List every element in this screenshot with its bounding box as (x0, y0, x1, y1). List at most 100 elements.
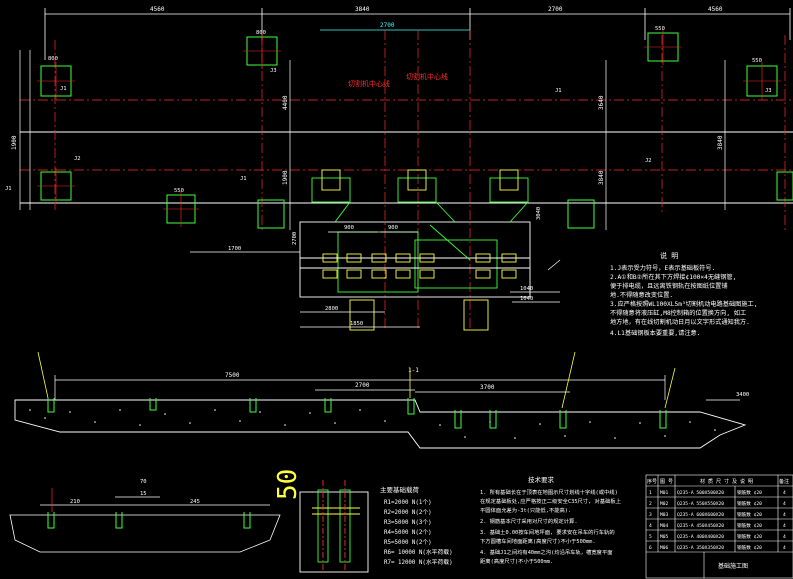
section-mark: 1-1 (408, 367, 419, 374)
table-cell: Q235-A 400X400X20 (677, 534, 724, 540)
table-cell: 4 (783, 534, 786, 540)
table-cell: 6 (649, 545, 652, 551)
notes-list: 1.J表示受力符号，E表示基础板符号. 2.A①和B②所在其下方焊接¢100×4… (610, 264, 757, 337)
note-line-2: 2.A①和B②所在其下方焊接¢100×4无缝钢管, (610, 273, 736, 281)
table-cell: 5 (649, 534, 652, 540)
table-header-4: 备注 (779, 478, 789, 485)
j-tag-6: J3 (765, 88, 772, 94)
table-cell: Q235-A 450X450X20 (677, 523, 724, 529)
anchor-detail (299, 480, 369, 573)
tech-line-6: 下方圆槽车间地面距离(高度尺寸)不小于500mm. (480, 537, 596, 545)
table-cell: 4 (783, 501, 786, 507)
pad-cross-marks (37, 29, 781, 227)
table-headers: 序号 图 号 材 质 尺 寸 及 说 明 备注 (647, 478, 789, 485)
side-dimension-chains (19, 50, 726, 230)
machine-base (299, 169, 531, 331)
notes-title: 说 明 (660, 251, 678, 260)
table-cell: Q235-A 550X550X20 (677, 501, 724, 507)
dim-section-1: 7500 (225, 372, 240, 379)
table-cell: M06 (660, 545, 669, 551)
dim-pad-4: 550 (655, 26, 665, 32)
dim-left-v-2: 1900 (282, 170, 289, 185)
big-number-50: 50 (273, 469, 303, 500)
table-cell: 3 (649, 512, 652, 518)
note-line-6: 不得随意将液压缸,M8控制箱的位置换方向, 如工 (610, 309, 746, 317)
table-cell: 钢筋数 ¢20 (737, 511, 762, 518)
detail-ground (9, 496, 281, 553)
table-cell: 4 (783, 490, 786, 496)
table-cell: 钢筋数 ¢20 (737, 522, 762, 529)
table-cell: 4 (783, 545, 786, 551)
dim-left-v-3: 1900 (11, 135, 18, 150)
dim-detail-1: 70 (140, 479, 147, 485)
table-rows: 1 M01 Q235-A 500X500X20 钢筋数 ¢20 4 2 M02 … (649, 489, 786, 551)
tech-line-7: 4. 基础J1之间均有40mm之沟(均沿吊车轨，槽宽度平面 (480, 548, 613, 556)
dim-right-v-2: 3840 (598, 170, 605, 185)
tech-line-4: 2. 钢筋基本尺寸采用对尺寸的规定计算. (480, 517, 578, 525)
dim-pad-3: 550 (174, 188, 184, 194)
dim-mid-3: 900 (388, 225, 398, 231)
loads-title: 主要基础载荷 (380, 485, 420, 494)
load-line-2: R2=2000 N(2个) (384, 509, 432, 516)
table-header-2: 图 号 (660, 479, 673, 485)
tech-line-3: 平圆体面允差为-3t(只能低,不能高). (480, 506, 571, 514)
table-cell: 1 (649, 490, 652, 496)
dim-mid-2: 900 (344, 225, 354, 231)
tech-line-1: 1. 所有基础长在于顶表在地图示尺寸划线十字线(或中线) (480, 488, 618, 496)
dim-mid-v-1: 2700 (292, 232, 298, 245)
table-cell: M05 (660, 534, 669, 540)
centerline-label-2: 切割机中心线 (406, 72, 448, 81)
dim-pad-5: 550 (752, 58, 762, 64)
load-line-5: R5=5000 N(2个) (384, 539, 432, 546)
note-line-7: 地方地，有在线切割机动日月以文字形式通知我方. (610, 318, 750, 326)
load-line-3: R3=5000 N(3个) (384, 519, 432, 526)
table-cell: M04 (660, 523, 669, 529)
load-line-7: R7= 12000 N(水平荷载) (384, 558, 453, 566)
dim-section-3: 3700 (480, 384, 495, 391)
tech-line-2: 在规定基础板处,应严格按正二级安全C35尺寸, 对基础板上 (480, 497, 622, 505)
table-cell: Q235-A 350X350X20 (677, 545, 724, 551)
j-tag-3: J3 (270, 68, 277, 74)
table-header-1: 序号 (647, 478, 657, 485)
section-leaders (37, 351, 676, 409)
table-header-3: 材 质 尺 寸 及 说 明 (700, 478, 753, 485)
top-dimension-chain (44, 8, 791, 60)
j-tag-4: J1 (240, 176, 247, 182)
tech-line-5: 3. 基础土0.00按车间地坪面, 要求安在吊车的行车轨的 (480, 528, 615, 536)
note-line-5: 3.应严格按照WL100XL5m³切割机动电路基础图施工, (610, 300, 757, 308)
detail-bolts (47, 512, 251, 529)
tech-title: 技术要求 (528, 475, 555, 484)
note-line-4: 地.不得随意改变位置. (610, 291, 673, 299)
note-line-8: 4.L1基础钢板本要重要,请注意. (610, 329, 700, 337)
note-line-1: 1.J表示受力符号，E表示基础板符号. (610, 264, 715, 272)
dim-mid-6: 1040 (520, 286, 533, 292)
ground-section (14, 399, 747, 449)
dim-top-sub: 2700 (380, 22, 395, 29)
dim-section-2: 2700 (355, 382, 370, 389)
dim-left-v-1: 4400 (282, 95, 289, 110)
table-cell: 2 (649, 501, 652, 507)
j-tag-7: J2 (645, 158, 652, 164)
dim-detail-2: 15 (140, 491, 147, 497)
dim-pad-2: 800 (256, 30, 266, 36)
note-line-3: 便于排电缆，且远离铁钢轨在按图纸位置铺 (610, 282, 728, 290)
j-tag-2: J2 (74, 156, 81, 162)
dim-top-4: 4560 (708, 6, 723, 13)
centerline-label-1: 切割机中心线 (348, 79, 390, 88)
dim-section-4: 3400 (736, 392, 749, 398)
parts-table (645, 474, 793, 579)
table-cell: 4 (649, 523, 652, 529)
table-cell: 4 (783, 523, 786, 529)
tech-line-8: 距离(高度尺寸)不小于500mm. (480, 557, 553, 565)
table-cell: 钢筋数 ¢20 (737, 533, 762, 540)
j-tag-5: J1 (555, 88, 562, 94)
dim-mid-5: 1850 (350, 321, 363, 327)
load-line-1: R1=2000 N(1个) (384, 499, 432, 506)
table-cell: 4 (783, 512, 786, 518)
dim-top-3: 2700 (548, 6, 563, 13)
drawing-name: 基础施工图 (718, 562, 748, 570)
rail-lines (20, 131, 793, 204)
dim-mid-v-2: 3040 (536, 207, 542, 220)
